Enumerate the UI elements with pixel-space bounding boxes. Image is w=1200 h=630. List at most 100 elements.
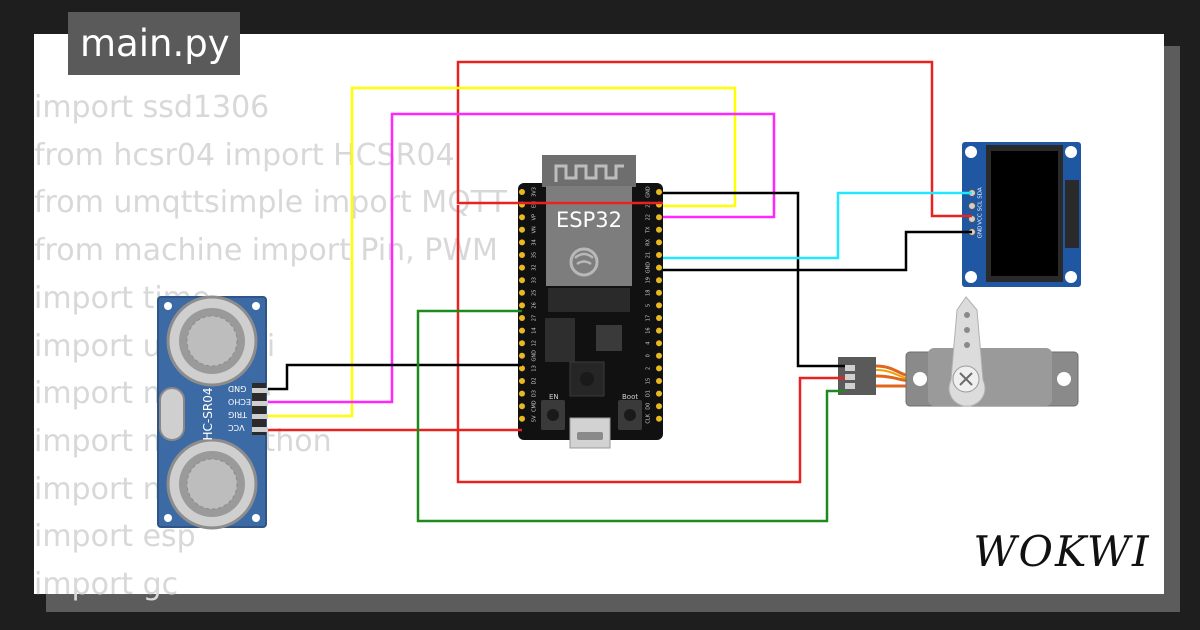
- esp32-pin-label: D0: [646, 403, 652, 410]
- espressif-logo-icon: [569, 247, 599, 277]
- esp32-pin-label: 5: [646, 304, 652, 307]
- transducer-bottom: [166, 438, 258, 530]
- sensor-pin-label: TRIG: [228, 410, 248, 419]
- usb-port: [569, 417, 611, 449]
- esp32-pin[interactable]: [519, 189, 525, 195]
- esp32-pin[interactable]: [519, 226, 525, 233]
- esp32-pin-label: 12: [532, 340, 538, 346]
- esp32-pin[interactable]: [519, 289, 525, 296]
- esp32-pin-label: GND: [646, 262, 652, 274]
- esp32-pin[interactable]: [519, 264, 525, 271]
- esp32-pin[interactable]: [519, 415, 525, 422]
- esp32-pin[interactable]: [519, 239, 525, 246]
- esp32-pin[interactable]: [656, 239, 662, 246]
- esp32-pin[interactable]: [519, 277, 525, 284]
- wires: [268, 60, 972, 523]
- esp32-pin[interactable]: [519, 214, 525, 221]
- esp32-pin[interactable]: [656, 327, 662, 334]
- esp32-pin-label: RX: [646, 238, 652, 245]
- servo-connector: [838, 357, 876, 395]
- code-line: from hcsr04 import HCSR04: [34, 137, 455, 173]
- servo-motor[interactable]: [838, 296, 1079, 407]
- svg-text:EN: EN: [549, 393, 559, 401]
- esp32-pin-label: 22: [646, 214, 652, 220]
- esp32-pin-label: 5V: [532, 415, 538, 422]
- esp32-pin[interactable]: [519, 390, 525, 397]
- esp32-pin-label: 2: [646, 367, 652, 370]
- esp32-pin[interactable]: [656, 264, 662, 271]
- esp32-pin-label: 3V3: [532, 187, 538, 197]
- esp32-pin-label: VN: [532, 226, 538, 233]
- boot-button[interactable]: Boot: [618, 393, 642, 430]
- esp32-pin[interactable]: [656, 302, 662, 309]
- transducer-top: [166, 295, 258, 387]
- wire-cyan-sda: [663, 191, 972, 260]
- esp32-pin[interactable]: [656, 189, 662, 195]
- oled-screen: [991, 151, 1058, 276]
- esp32-pin[interactable]: [656, 289, 662, 296]
- esp32-pin[interactable]: [519, 352, 525, 359]
- esp32-pin-label: GND: [646, 186, 652, 198]
- esp32-board[interactable]: ESP32 EN Boot 3V3ENVPVN34353233252627141…: [518, 155, 663, 449]
- esp32-pin[interactable]: [656, 214, 662, 221]
- wire-black-servo-gnd: [663, 191, 845, 368]
- esp32-pin[interactable]: [656, 403, 662, 410]
- esp32-pin[interactable]: [656, 315, 662, 321]
- esp32-pin-label: 32: [532, 264, 538, 270]
- esp32-pin-label: 13: [532, 365, 538, 371]
- esp32-pin-label: 21: [646, 252, 652, 258]
- esp32-pin[interactable]: [656, 252, 662, 258]
- svg-text:WOKWI: WOKWI: [973, 527, 1150, 576]
- sensor-pin-label: VCC: [228, 423, 245, 432]
- esp32-pin[interactable]: [519, 302, 525, 309]
- esp32-title: ESP32: [556, 208, 622, 232]
- wire-green-servo-signal: [416, 309, 845, 523]
- esp32-pin-label: D2: [532, 377, 538, 384]
- esp32-pin-label: VP: [532, 214, 538, 220]
- esp32-pin-label: TX: [646, 226, 652, 234]
- file-tab[interactable]: main.py: [68, 12, 240, 75]
- oled-pin[interactable]: [968, 202, 976, 210]
- esp32-pin[interactable]: [656, 352, 662, 359]
- esp32-pin[interactable]: [519, 365, 525, 372]
- esp32-pin-label: 19: [646, 277, 652, 283]
- esp32-pin-label: 16: [646, 327, 652, 333]
- esp32-pin-label: EN: [532, 201, 538, 208]
- esp32-pin[interactable]: [656, 277, 662, 284]
- esp32-pin[interactable]: [656, 415, 662, 422]
- esp32-pin-label: 33: [532, 277, 538, 283]
- esp32-pin-label: 23: [646, 201, 652, 207]
- code-line: from machine import Pin, PWM: [34, 233, 498, 269]
- esp32-pin[interactable]: [656, 226, 662, 233]
- code-line: import esp: [34, 519, 196, 555]
- code-line: import ssd1306: [34, 90, 270, 125]
- wire-black-oled-gnd: [663, 230, 972, 272]
- esp32-pin-label: 17: [646, 315, 652, 321]
- esp32-pin[interactable]: [656, 340, 662, 347]
- esp32-pin[interactable]: [656, 390, 662, 397]
- esp32-pin[interactable]: [519, 340, 525, 347]
- sensor-header: [252, 383, 268, 435]
- esp32-pin[interactable]: [656, 365, 662, 372]
- sensor-pin-label: GND: [228, 384, 246, 393]
- esp32-pin-label: 0: [646, 354, 652, 357]
- wire-magenta-echo: [268, 112, 776, 404]
- esp32-pin-label: 27: [532, 315, 538, 321]
- en-button[interactable]: EN: [541, 393, 565, 430]
- code-line: import gc: [34, 567, 179, 603]
- esp32-pin-label: 4: [646, 342, 652, 345]
- esp32-pin[interactable]: [656, 378, 662, 384]
- esp32-pin[interactable]: [519, 315, 525, 321]
- esp32-pin-label: 26: [532, 302, 538, 308]
- esp32-pin[interactable]: [519, 378, 525, 384]
- esp32-pin[interactable]: [519, 252, 525, 258]
- esp32-pin[interactable]: [519, 327, 525, 334]
- esp32-pin-label: D1: [646, 390, 652, 397]
- esp32-pin[interactable]: [519, 403, 525, 410]
- antenna: [542, 155, 636, 187]
